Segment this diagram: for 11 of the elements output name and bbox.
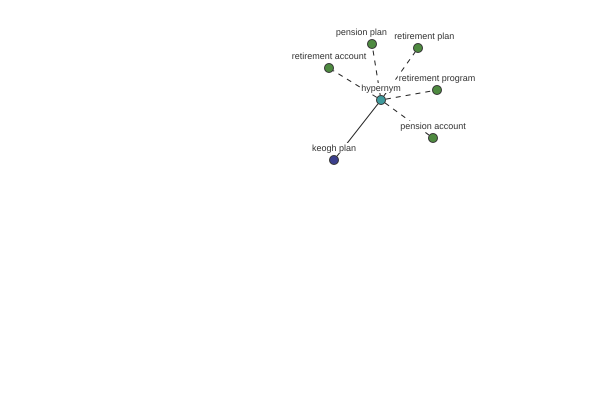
- node-label: pension account: [399, 121, 467, 131]
- node-label: hypernym: [360, 83, 402, 93]
- node-label: retirement account: [290, 51, 368, 61]
- node-label: keogh plan: [310, 143, 358, 153]
- dashed-connector: [372, 48, 381, 96]
- dashed-connector: [332, 70, 378, 98]
- node-label: retirement plan: [393, 31, 456, 41]
- node-label: retirement program: [398, 73, 476, 83]
- node-label: pension plan: [334, 27, 388, 37]
- dashed-connector: [383, 52, 416, 96]
- dashed-connector: [385, 90, 433, 100]
